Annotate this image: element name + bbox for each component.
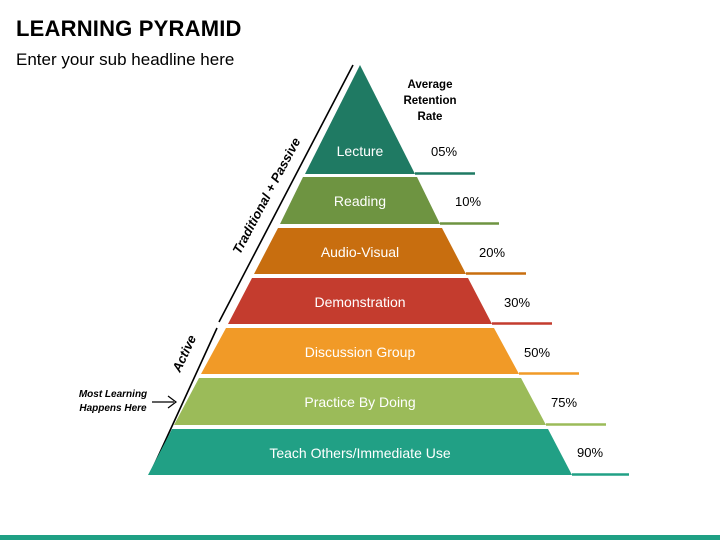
note-line1: Most Learning [79,389,147,400]
retention-header-line3: Rate [418,111,443,123]
layer-shape-demonstration [228,278,492,324]
retention-value-lecture: 05% [431,144,457,159]
retention-value-practice-by-doing: 75% [551,395,577,410]
layer-label-discussion-group: Discussion Group [305,344,416,360]
layer-label-reading: Reading [334,193,386,209]
retention-value-teach-others: 90% [577,445,603,460]
active-bracket-line [150,327,218,473]
layer-shape-discussion-group [201,328,519,374]
side-label-active: Active [169,333,200,376]
layer-label-lecture: Lecture [337,143,384,159]
layer-label-demonstration: Demonstration [314,294,405,310]
retention-value-audio-visual: 20% [479,245,505,260]
passive-bracket-line [218,64,354,323]
layer-shape-lecture [305,65,415,174]
page-title: LEARNING PYRAMID [16,16,242,41]
retention-value-discussion-group: 50% [524,345,550,360]
layer-shape-audio-visual [254,228,466,274]
retention-value-demonstration: 30% [504,295,530,310]
layer-label-practice-by-doing: Practice By Doing [304,394,415,410]
layer-shape-practice-by-doing [174,378,546,425]
layer-shape-teach-others [148,429,572,475]
note-arrow-icon [167,395,177,409]
layer-label-audio-visual: Audio-Visual [321,244,399,260]
layer-label-teach-others: Teach Others/Immediate Use [269,445,451,461]
bottom-accent-bar [0,535,720,540]
page-subtitle: Enter your sub headline here [16,50,235,69]
note-line2: Happens Here [79,403,147,414]
retention-value-reading: 10% [455,194,481,209]
retention-header-line2: Retention [403,95,456,107]
layer-shape-reading [280,177,440,224]
retention-header-line1: Average [408,79,453,91]
